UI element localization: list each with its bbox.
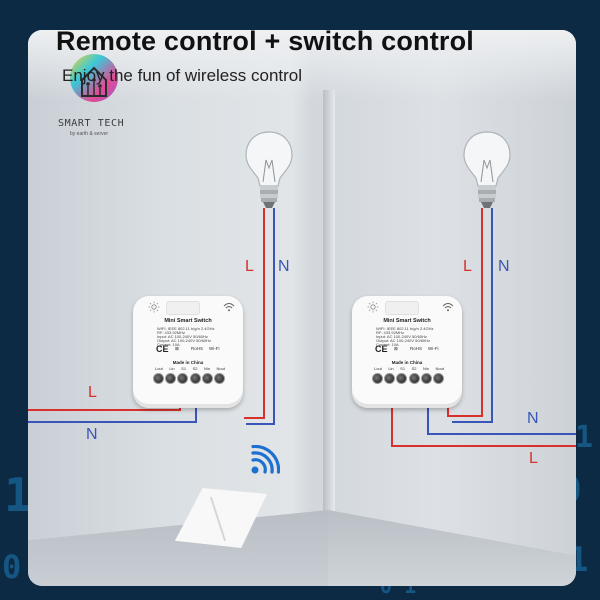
module-spec-line: Output: AC 100-240V 50/60Hz [157, 338, 212, 343]
module-spec-line: Current: 10A [157, 342, 180, 347]
page-subtitle: Enjoy the fun of wireless control [62, 66, 303, 85]
module-spec-line: RF: 433.92MHz [376, 330, 405, 335]
sun-icon [148, 301, 160, 313]
ce-mark: CE [375, 344, 388, 354]
light-bulb-icon [463, 131, 511, 208]
left-label-bottom-live: L [88, 384, 97, 401]
terminal-label: Nout [216, 366, 225, 371]
terminal-screw [177, 373, 189, 384]
page-title: Remote control + switch control [56, 26, 475, 56]
rohs-mark: RoHS [410, 346, 423, 351]
terminal-block [372, 373, 444, 385]
brand-logo: SMART TECH by earth & server [58, 46, 138, 146]
wifi-mark: Wi-Fi [428, 346, 439, 351]
module-spec-line: WIFI: IEEE 802.11 b/g/n 2.4GHz [376, 326, 434, 331]
smart-switch-module-left: Mini Smart Switch WIFI: IEEE 802.11 b/g/… [133, 296, 243, 408]
logo-subtext: by earth & server [70, 131, 109, 137]
terminal-screw [384, 373, 396, 384]
module-spec-line: Current: 10A [376, 342, 399, 347]
ceiling-shade [28, 30, 576, 100]
terminal-label: Lout [155, 366, 163, 371]
ce-mark: CE [156, 344, 169, 354]
right-label-bottom-live: L [529, 450, 538, 467]
left-live-wire-top [244, 208, 265, 419]
wireless-wall-switch-icon [175, 488, 267, 548]
terminal-block [153, 373, 225, 385]
module-button [385, 301, 419, 315]
left-label-top-neutral: N [278, 258, 290, 275]
wifi-mark: Wi-Fi [209, 346, 220, 351]
module-spec-line: Output: AC 100-240V 50/60Hz [376, 338, 431, 343]
terminal-screw [420, 373, 432, 384]
terminal-screw [372, 373, 383, 384]
light-bulb-icon [245, 131, 293, 208]
rohs-mark: RoHS [191, 346, 204, 351]
terminal-screw [213, 373, 225, 384]
module-spec-line: RF: 433.92MHz [157, 330, 186, 335]
remote-face [175, 488, 267, 548]
left-label-bottom-neutral: N [86, 426, 98, 443]
left-neutral-wire-top [246, 208, 275, 425]
module-name: Mini Smart Switch [383, 318, 431, 324]
logo-text: SMART TECH [58, 118, 125, 129]
made-in-label: Made in China [172, 360, 204, 365]
bg-digit: 0 [2, 548, 22, 586]
terminal-screw [165, 373, 177, 384]
left-label-top-live: L [245, 258, 254, 275]
terminal-screw [153, 373, 164, 384]
right-label-bottom-neutral: N [527, 410, 539, 427]
terminal-label: S1 [181, 366, 187, 371]
room-wall-panel [28, 30, 576, 586]
module-spec-line: WIFI: IEEE 802.11 b/g/n 2.4GHz [157, 326, 215, 331]
smart-house-circuit-icon [70, 54, 118, 102]
terminal-screw [189, 373, 201, 384]
terminal-screw [396, 373, 408, 384]
terminal-screw [432, 373, 444, 384]
terminal-label: Lin [169, 366, 175, 371]
terminal-screw [201, 373, 213, 384]
made-in-label: Made in China [391, 360, 423, 365]
cert-symbol: ⊠ [175, 346, 179, 351]
right-label-top-live: L [463, 258, 472, 275]
module-spec-line: Input: AC 100-240V 50/60Hz [157, 334, 208, 339]
terminal-labels: Lout Lin S1 S2 Nin Nout [155, 366, 225, 371]
bg-digit: 1 [575, 420, 594, 455]
terminal-label: Lin [388, 366, 394, 371]
wall-corner [323, 90, 335, 586]
wifi-signal-icon [442, 303, 454, 312]
right-label-top-neutral: N [498, 258, 510, 275]
module-spec-line: Input: AC 100-240V 50/60Hz [376, 334, 427, 339]
right-neutral-wire-top [452, 208, 493, 423]
terminal-label: S2 [192, 366, 198, 371]
terminal-label: S2 [411, 366, 417, 371]
terminal-label: Lout [374, 366, 382, 371]
wifi-signal-icon [251, 445, 280, 474]
cert-symbol: ⊠ [394, 346, 398, 351]
terminal-screw [408, 373, 420, 384]
smart-switch-module-right: Mini Smart Switch WIFI: IEEE 802.11 b/g/… [352, 296, 462, 408]
module-name: Mini Smart Switch [164, 318, 212, 324]
module-button [166, 301, 200, 315]
bg-digit: 1 [4, 468, 32, 522]
sun-icon [367, 301, 379, 313]
terminal-label: Nout [435, 366, 444, 371]
terminal-label: S1 [400, 366, 406, 371]
terminal-labels: Lout Lin S1 S2 Nin Nout [374, 366, 444, 371]
terminal-label: Nin [423, 366, 430, 371]
terminal-label: Nin [204, 366, 211, 371]
wifi-signal-icon [223, 303, 235, 312]
